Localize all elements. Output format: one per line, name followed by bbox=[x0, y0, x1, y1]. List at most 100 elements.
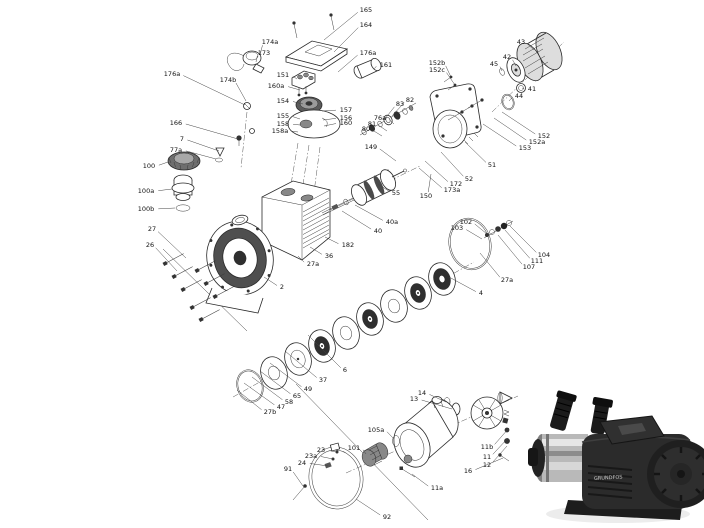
part-number-label: 92 bbox=[383, 513, 391, 521]
part-number-label: 6 bbox=[343, 366, 347, 374]
leader-line bbox=[355, 498, 381, 516]
stainless-chamber bbox=[528, 434, 588, 482]
part-number-label: 156 bbox=[340, 114, 352, 122]
part-number-label: 44 bbox=[515, 92, 523, 100]
large-o-ring bbox=[448, 217, 492, 271]
leader-line bbox=[379, 125, 388, 132]
leader-line bbox=[440, 151, 464, 177]
leader-line bbox=[293, 471, 304, 487]
leader-line bbox=[383, 106, 395, 121]
priming-plug bbox=[167, 151, 201, 212]
leader-line bbox=[185, 123, 239, 140]
leader-line bbox=[309, 463, 329, 467]
part-number-label: 4 bbox=[479, 289, 483, 297]
leader-line bbox=[482, 123, 517, 147]
part-number-label: 107 bbox=[523, 263, 535, 271]
part-number-label: 182 bbox=[342, 241, 354, 249]
part-number-label: 105a bbox=[368, 426, 384, 434]
part-number-label: 80 bbox=[362, 125, 370, 133]
part-number-label: 40 bbox=[374, 227, 382, 235]
part-number-label: 166 bbox=[170, 119, 182, 127]
part-number-label: 158a bbox=[272, 127, 288, 135]
part-number-label: 100a bbox=[138, 187, 154, 195]
leader-line bbox=[157, 231, 187, 259]
part-number-label: 42 bbox=[503, 53, 511, 61]
leader-line bbox=[373, 66, 377, 70]
part-number-label: 152a bbox=[529, 138, 545, 146]
leader-line bbox=[521, 87, 525, 89]
leader-line bbox=[321, 109, 336, 112]
cable-gland bbox=[243, 102, 255, 134]
housing-screws bbox=[162, 253, 234, 322]
fan-and-cover bbox=[499, 31, 563, 111]
leader-line bbox=[185, 150, 217, 160]
leader-line bbox=[445, 65, 452, 78]
leader-line bbox=[492, 445, 508, 463]
part-number-label: 52 bbox=[465, 175, 473, 183]
inlet-port bbox=[550, 390, 577, 431]
leader-line bbox=[464, 141, 487, 163]
guide-vane-wheel bbox=[443, 396, 504, 430]
leader-line bbox=[509, 225, 537, 253]
leader-line bbox=[187, 139, 220, 152]
part-number-label: 83 bbox=[396, 100, 404, 108]
pump-housing-foot bbox=[205, 214, 264, 314]
leader-line bbox=[158, 207, 176, 210]
part-number-label: 157 bbox=[340, 106, 352, 114]
leader-line bbox=[292, 101, 304, 105]
leader-line bbox=[427, 173, 432, 193]
vent-valve-parts bbox=[215, 135, 242, 163]
leader-line bbox=[183, 75, 246, 106]
terminal-box-cover bbox=[284, 13, 349, 72]
part-number-label: 176a bbox=[164, 70, 180, 78]
part-number-label: 111 bbox=[531, 257, 543, 265]
brand-label: GRUNDFOS bbox=[594, 475, 623, 482]
part-number-label: 47 bbox=[277, 403, 285, 411]
leader-line bbox=[418, 167, 442, 188]
leader-line bbox=[448, 276, 477, 292]
part-number-label: 16 bbox=[464, 467, 472, 475]
leader-line bbox=[255, 55, 258, 63]
rotor-assembly bbox=[321, 168, 407, 216]
motor-rear-housing bbox=[429, 83, 482, 149]
leader-line bbox=[504, 229, 530, 259]
part-number-label: 174a bbox=[262, 38, 278, 46]
part-number-label: 41 bbox=[528, 85, 536, 93]
part-number-label: 65 bbox=[293, 392, 301, 400]
ejector-body bbox=[393, 396, 459, 468]
part-number-label: 176a bbox=[360, 49, 376, 57]
leader-line bbox=[492, 437, 509, 455]
part-number-label: 55 bbox=[392, 189, 400, 197]
part-number-label: 27b bbox=[264, 408, 276, 416]
leader-line bbox=[297, 255, 305, 263]
leader-line bbox=[362, 449, 367, 455]
leader-line bbox=[474, 223, 488, 235]
part-number-label: 11 bbox=[483, 453, 491, 461]
part-number-label: 161 bbox=[380, 61, 392, 69]
part-number-label: 160a bbox=[268, 82, 284, 90]
part-number-label: 155 bbox=[277, 112, 289, 120]
part-number-label: 49 bbox=[304, 385, 312, 393]
part-number-label: 152c bbox=[429, 66, 445, 74]
part-number-label: 151 bbox=[277, 71, 289, 79]
part-number-label: 24 bbox=[298, 459, 306, 467]
leader-line bbox=[259, 45, 263, 56]
leader-line bbox=[527, 43, 535, 51]
leader-line bbox=[377, 183, 390, 192]
leader-line bbox=[323, 12, 358, 41]
leader-line bbox=[424, 160, 449, 182]
leader-line bbox=[512, 59, 517, 67]
leader-line bbox=[292, 130, 299, 133]
part-number-label: 12 bbox=[483, 461, 491, 469]
part-number-label: 58 bbox=[285, 398, 293, 406]
part-number-label: 13 bbox=[410, 395, 418, 403]
leader-line bbox=[259, 370, 291, 394]
check-valve-parts bbox=[497, 391, 513, 462]
leader-line bbox=[475, 457, 504, 470]
leader-line bbox=[307, 334, 342, 369]
leader-line bbox=[494, 427, 510, 445]
part-number-label: 27a bbox=[501, 276, 513, 284]
leader-line bbox=[421, 399, 453, 410]
impeller-stack bbox=[236, 262, 456, 403]
